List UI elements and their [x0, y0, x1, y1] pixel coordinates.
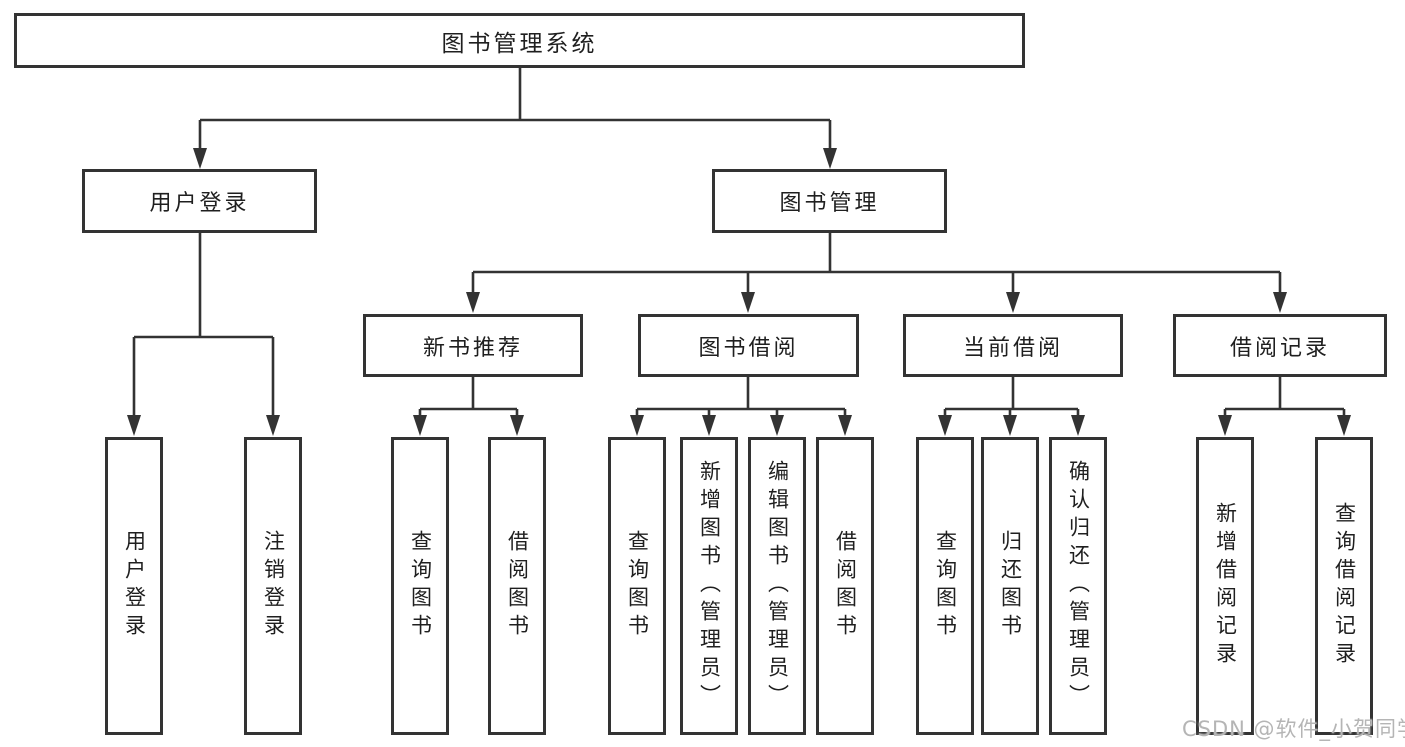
node-label: 图书借阅	[698, 335, 799, 361]
node-user-login: 用户登录	[82, 169, 317, 233]
node-root-label: 图书管理系统	[441, 30, 598, 57]
leaf-label: 确认归还（管理员）	[1066, 460, 1091, 712]
node-label: 图书管理	[779, 191, 880, 216]
leaf-label: 查询借阅记录	[1332, 502, 1357, 670]
node-label: 新书推荐	[422, 335, 523, 361]
node-label: 借阅记录	[1229, 335, 1330, 361]
leaf-label: 归还图书	[998, 530, 1023, 642]
leaf-label: 查询图书	[408, 530, 433, 642]
leaf-borrow-books-recommend: 借阅图书	[488, 437, 546, 735]
leaf-label: 注销登录	[261, 530, 286, 642]
leaf-label: 查询图书	[933, 530, 958, 642]
leaf-label: 新增图书（管理员）	[697, 460, 722, 712]
csdn-watermark: CSDN @软件_小贺同学	[1182, 717, 1405, 741]
leaf-label: 编辑图书（管理员）	[765, 460, 790, 712]
leaf-add-book-admin: 新增图书（管理员）	[680, 437, 738, 735]
leaf-borrow-books: 借阅图书	[816, 437, 874, 735]
node-label: 用户登录	[149, 191, 250, 216]
leaf-logout: 注销登录	[244, 437, 302, 735]
leaf-label: 借阅图书	[505, 530, 530, 642]
leaf-label: 新增借阅记录	[1213, 502, 1238, 670]
node-label: 当前借阅	[962, 335, 1063, 361]
leaf-label: 查询图书	[625, 530, 650, 642]
node-book-management: 图书管理	[712, 169, 947, 233]
leaf-query-books-current: 查询图书	[916, 437, 974, 735]
leaf-confirm-return-admin: 确认归还（管理员）	[1049, 437, 1107, 735]
leaf-query-books-recommend: 查询图书	[391, 437, 449, 735]
leaf-return-books: 归还图书	[981, 437, 1039, 735]
leaf-label: 用户登录	[122, 530, 147, 642]
leaf-label: 借阅图书	[833, 530, 858, 642]
arrowheads	[127, 148, 1351, 436]
leaf-edit-book-admin: 编辑图书（管理员）	[748, 437, 806, 735]
leaf-user-login: 用户登录	[105, 437, 163, 735]
leaf-query-borrow-record: 查询借阅记录	[1315, 437, 1373, 735]
leaf-query-books-borrow: 查询图书	[608, 437, 666, 735]
leaf-add-borrow-record: 新增借阅记录	[1196, 437, 1254, 735]
node-book-borrow: 图书借阅	[638, 314, 859, 377]
node-new-book-recommend: 新书推荐	[363, 314, 583, 377]
node-borrow-records: 借阅记录	[1173, 314, 1387, 377]
node-current-borrow: 当前借阅	[903, 314, 1123, 377]
node-root: 图书管理系统	[14, 13, 1025, 68]
